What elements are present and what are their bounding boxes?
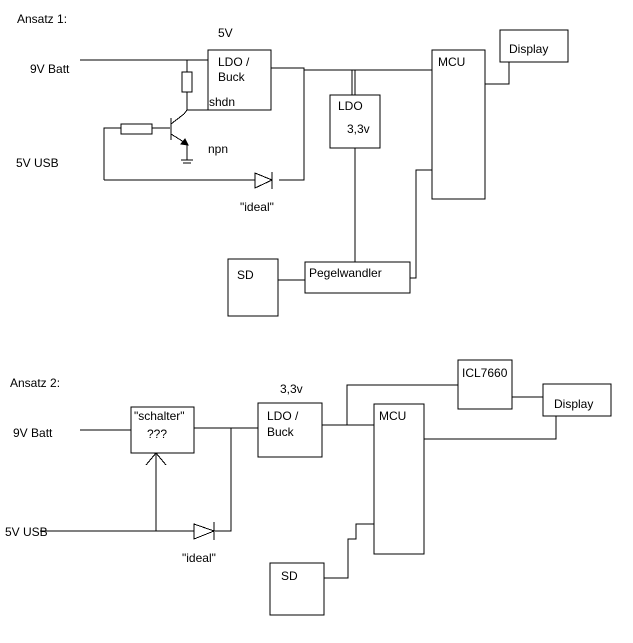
ansatz-2-9v-batt-label: 9V Batt xyxy=(13,426,53,440)
ansatz-1-level-shifter-box xyxy=(304,261,411,294)
ansatz-1-ldo-33-voltage: 3,3v xyxy=(347,122,370,136)
ansatz-1-mcu-label: MCU xyxy=(438,55,465,69)
ansatz-1-heading: Ansatz 1: xyxy=(17,12,67,26)
ansatz-2-icl7660-box xyxy=(457,359,513,410)
ansatz-2-ideal-diode xyxy=(193,522,216,540)
ansatz-2-ideal-label: "ideal" xyxy=(182,551,216,565)
ansatz-2-ldo-buck-box xyxy=(257,402,323,458)
ansatz-1-base-pullup-resistor xyxy=(181,71,193,93)
ansatz-1-wires xyxy=(80,59,510,286)
ansatz-1-ldo-buck-box xyxy=(207,49,272,111)
ansatz-2-33v-label: 3,3v xyxy=(280,382,303,396)
ansatz-1-ldo-buck-label-2: Buck xyxy=(218,70,246,84)
ansatz-2-mcu-label: MCU xyxy=(379,409,406,423)
ansatz-1-ldo-buck-label-1: LDO / xyxy=(218,55,250,69)
ansatz-1-5v-label: 5V xyxy=(218,26,233,40)
ansatz-1-ideal-label: "ideal" xyxy=(240,200,274,214)
ansatz-1-ideal-diode xyxy=(254,172,274,189)
ansatz-1-shdn-label: shdn xyxy=(209,95,235,109)
ansatz-2-icl7660-label: ICL7660 xyxy=(462,366,508,380)
ansatz-2-display-label: Display xyxy=(554,397,593,411)
ansatz-2-ldo-buck-label-1: LDO / xyxy=(267,409,299,423)
ansatz-2-heading: Ansatz 2: xyxy=(10,376,60,390)
ansatz-2-control-arrow xyxy=(145,452,167,466)
ansatz-1-sd-box xyxy=(227,258,279,317)
ansatz-1-npn-label: npn xyxy=(208,142,228,156)
ansatz-1-npn-transistor xyxy=(170,109,193,164)
ansatz-2-switch-label-1: "schalter" xyxy=(134,409,185,423)
ansatz-1-ldo-33-box xyxy=(329,94,381,149)
ansatz-2-wires xyxy=(40,384,557,579)
ansatz-1-sd-label: SD xyxy=(237,268,254,282)
ansatz-1-display-box xyxy=(499,29,569,63)
ansatz-2-switch-label-2: ??? xyxy=(147,427,167,441)
ansatz-2-display-box xyxy=(542,383,612,417)
ansatz-2-switch-box xyxy=(130,406,195,454)
ansatz-2-sd-box xyxy=(269,562,325,616)
ansatz-1-5v-usb-label: 5V USB xyxy=(16,156,59,170)
ansatz-2: Ansatz 2: 3,3v 9V Batt 5V USB "schalter"… xyxy=(5,359,612,616)
ansatz-1-display-label: Display xyxy=(509,42,548,56)
ansatz-1-ldo-33-label: LDO xyxy=(338,99,363,113)
ansatz-1: Ansatz 1: 5V 9V Batt 5V USB LDO / Buck s… xyxy=(16,12,569,317)
ansatz-2-ldo-buck-label-2: Buck xyxy=(267,425,295,439)
ansatz-2-5v-usb-label: 5V USB xyxy=(5,525,48,539)
ansatz-1-mcu-box xyxy=(431,49,486,200)
ansatz-1-level-shifter-label: Pegelwandler xyxy=(309,266,382,280)
ansatz-2-sd-label: SD xyxy=(281,569,298,583)
ansatz-1-9v-batt-label: 9V Batt xyxy=(30,62,70,76)
ansatz-1-base-resistor xyxy=(120,123,153,135)
ansatz-2-mcu-box xyxy=(373,403,425,555)
